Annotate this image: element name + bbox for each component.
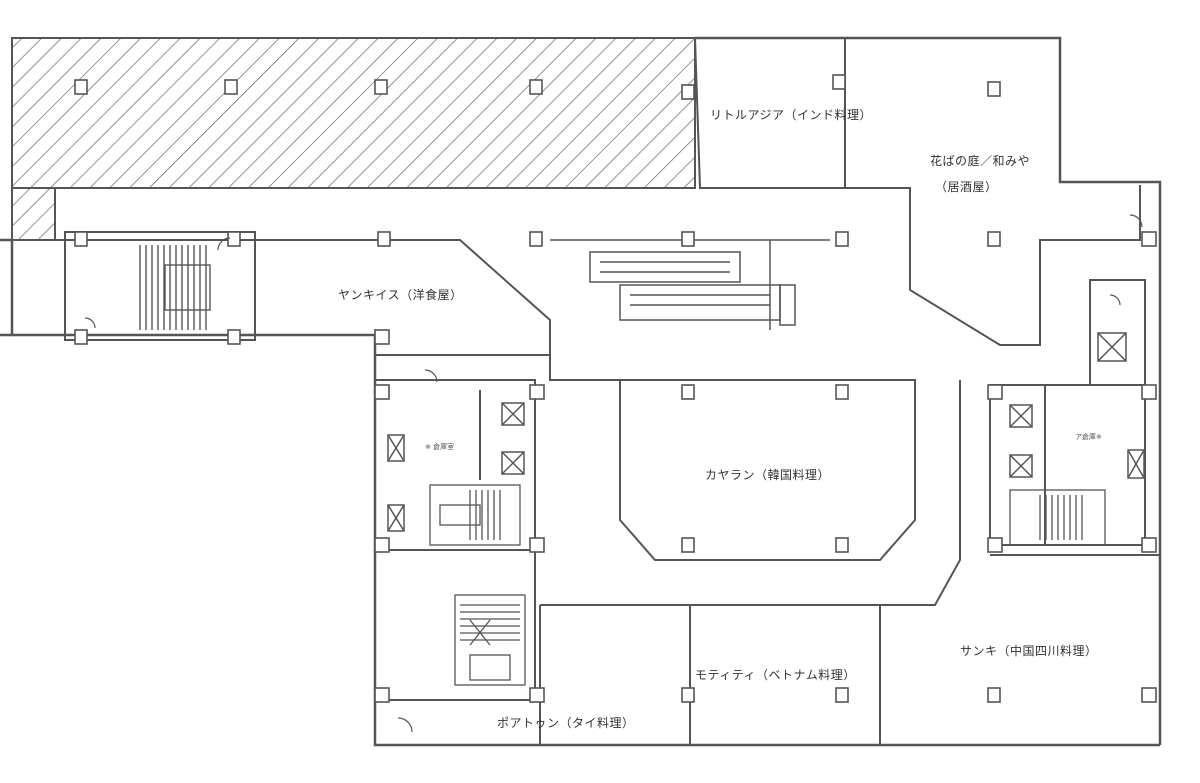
hatched-zone bbox=[11, 37, 696, 189]
room-label-sanki: サンキ（中国四川料理） bbox=[960, 644, 1098, 658]
room-label-motity: モティティ（ベトナム料理） bbox=[695, 668, 856, 682]
room-label-little-asia: リトルアジア（インド料理） bbox=[710, 108, 873, 122]
room-walls bbox=[54, 37, 1160, 745]
room-label-yankeys: ヤンキイス（洋食屋） bbox=[338, 288, 463, 302]
elevators bbox=[387, 332, 1145, 532]
room-label-poatoon: ポアトゥン（タイ料理） bbox=[497, 716, 635, 730]
escalators bbox=[550, 239, 830, 330]
columns bbox=[74, 74, 1157, 703]
hatched-zone-left bbox=[11, 187, 56, 241]
small-label-right-room: ア倉庫※ bbox=[1075, 433, 1102, 441]
stair-left-middle bbox=[429, 484, 521, 546]
room-label-hanaba: 花ばの庭／和みや bbox=[930, 154, 1031, 168]
stair-left-top bbox=[139, 245, 211, 330]
small-label-left-room: ※ 倉庫室 bbox=[425, 443, 455, 451]
stair-left-bottom bbox=[454, 594, 526, 686]
room-label-kayaran: カヤラン（韓国料理） bbox=[705, 468, 831, 482]
room-label-hanaba-sub: （居酒屋） bbox=[935, 180, 998, 194]
stair-right bbox=[1009, 489, 1106, 546]
doors bbox=[84, 214, 1143, 733]
